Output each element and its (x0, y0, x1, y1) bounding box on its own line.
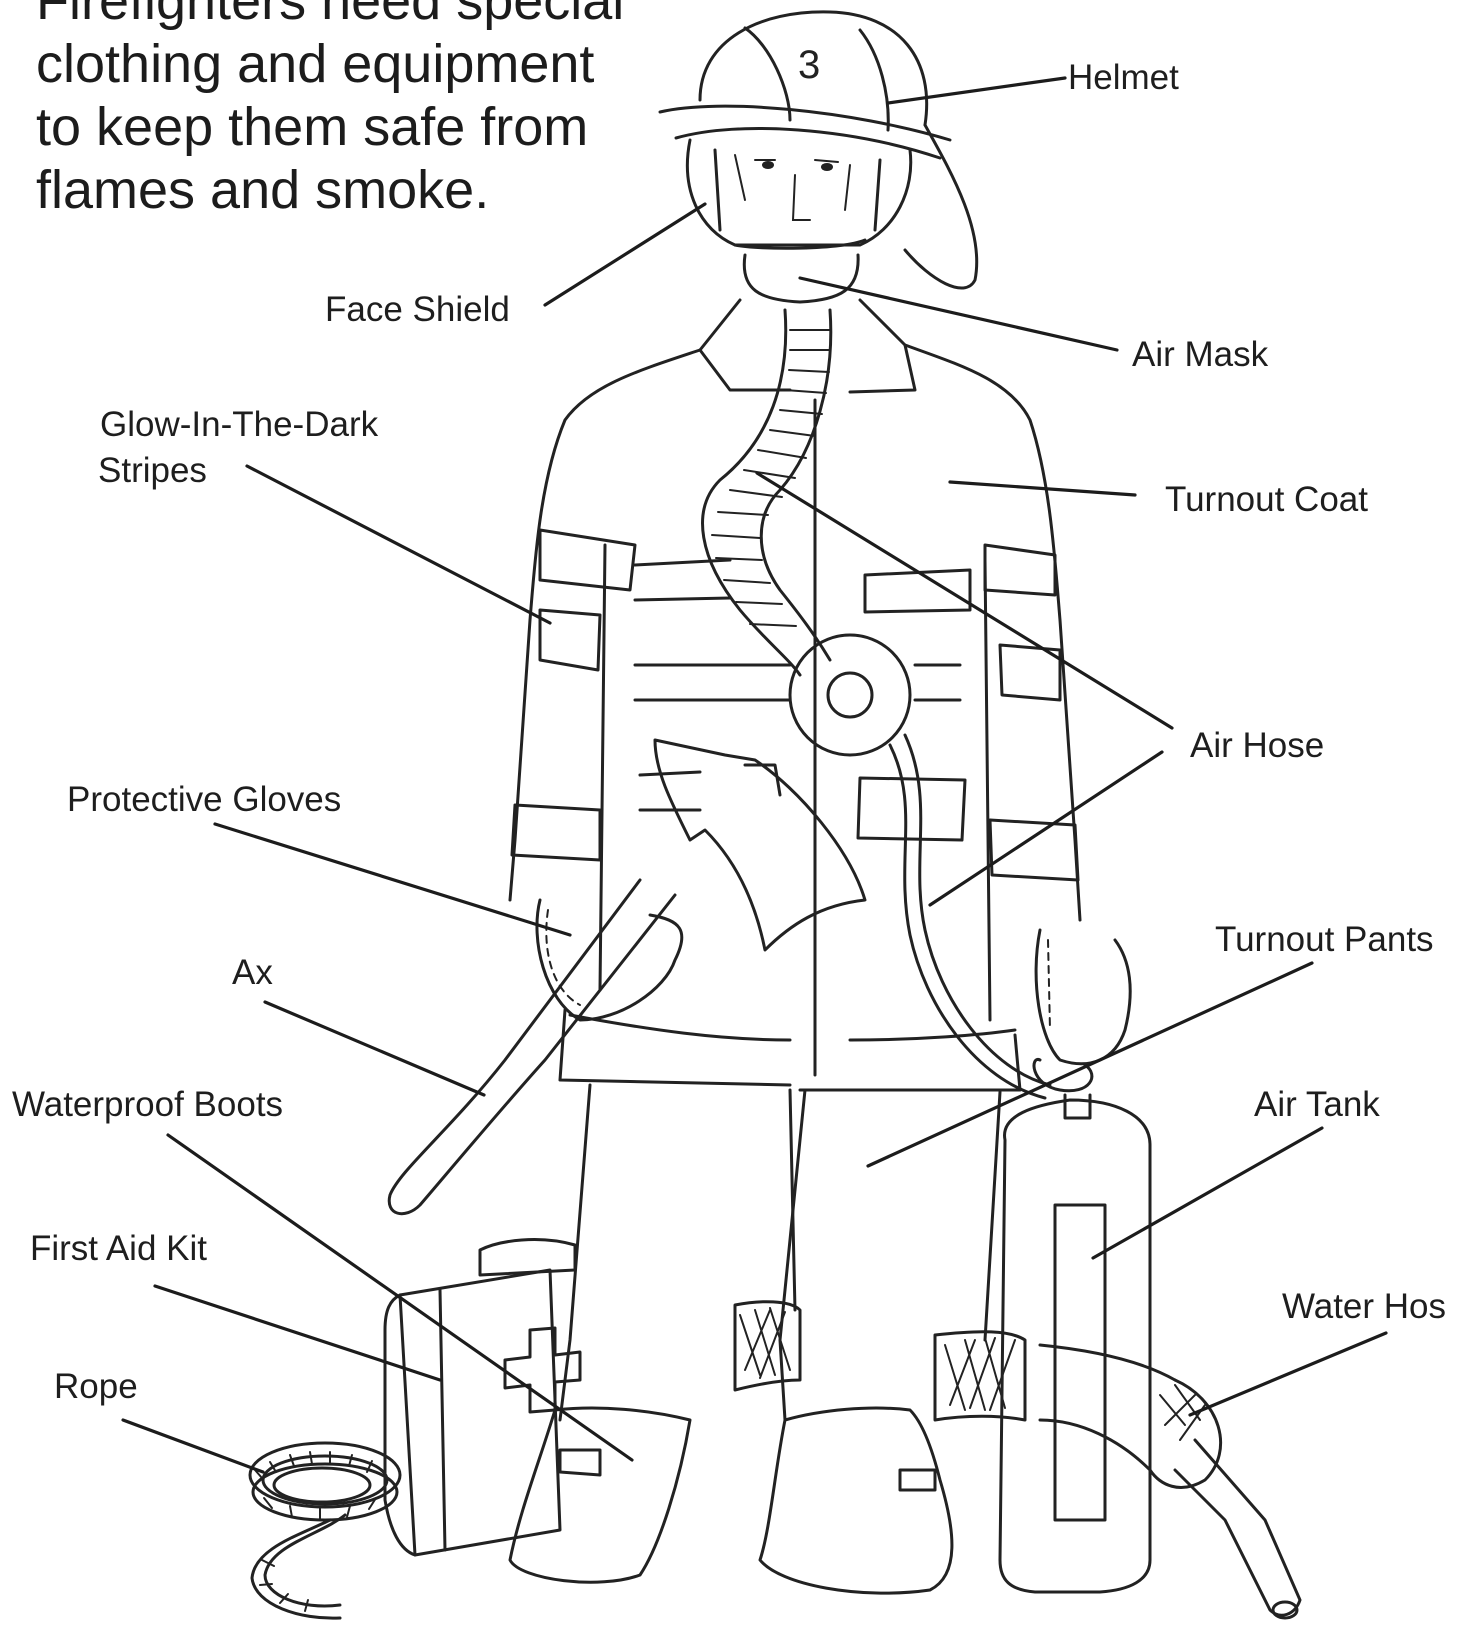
label-stripes-line1: Glow-In-The-Dark (100, 405, 378, 445)
label-waterproof-boots: Waterproof Boots (12, 1085, 283, 1125)
label-ax: Ax (232, 953, 273, 993)
label-protective-gloves: Protective Gloves (67, 780, 341, 820)
label-helmet: Helmet (1068, 58, 1179, 98)
air-hose-tube-drawing (703, 310, 1050, 1098)
label-air-hose: Air Hose (1190, 726, 1324, 766)
ax-drawing (389, 740, 865, 1214)
helmet-number: 3 (798, 43, 820, 87)
air-tank-drawing (1000, 1059, 1150, 1592)
waterproof-boots-drawing (510, 1408, 952, 1593)
water-hose-drawing (735, 1302, 1300, 1618)
first-aid-kit-drawing (385, 1240, 580, 1555)
label-air-tank: Air Tank (1254, 1085, 1380, 1125)
label-turnout-pants: Turnout Pants (1215, 920, 1434, 960)
label-water-hose: Water Hos (1282, 1287, 1446, 1327)
leader-lines (123, 78, 1386, 1472)
label-rope: Rope (54, 1367, 138, 1407)
rope-drawing (250, 1443, 400, 1618)
label-stripes-line2: Stripes (98, 451, 207, 491)
label-first-aid-kit: First Aid Kit (30, 1229, 207, 1269)
protective-gloves-drawing (537, 900, 1130, 1064)
label-air-mask: Air Mask (1132, 335, 1268, 375)
face-shield-drawing (687, 140, 910, 248)
label-face-shield: Face Shield (325, 290, 510, 330)
label-turnout-coat: Turnout Coat (1165, 480, 1368, 520)
